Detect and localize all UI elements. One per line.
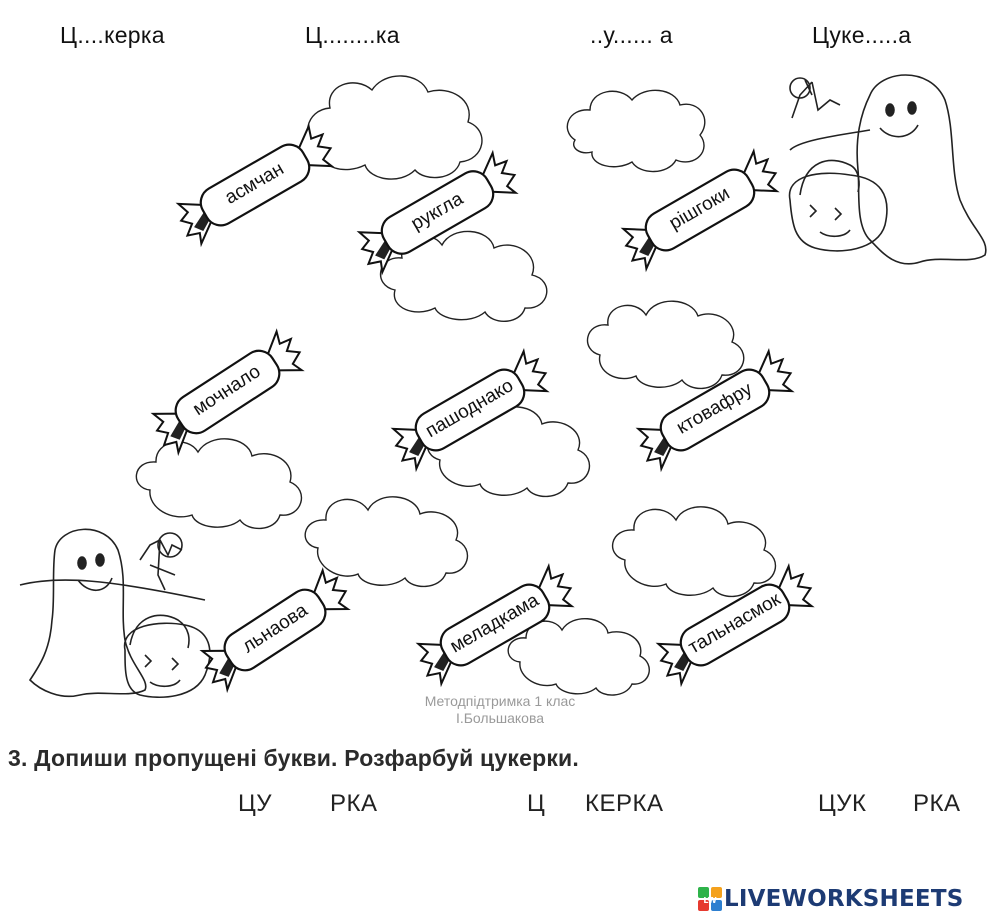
cloud-icon bbox=[566, 89, 706, 173]
candy-icon bbox=[150, 328, 305, 457]
candy-icon bbox=[635, 348, 795, 473]
candy-icon bbox=[655, 563, 815, 688]
gap-1-left: ЦУ bbox=[238, 790, 272, 817]
candy-icon bbox=[620, 148, 780, 273]
candy-3: рішгоки bbox=[615, 145, 785, 275]
cloud-icon bbox=[307, 75, 483, 180]
watermark-line-1: Методпідтримка 1 клас bbox=[424, 693, 576, 709]
svg-text:LW: LW bbox=[703, 896, 716, 905]
gap-1-right: РКА bbox=[330, 790, 378, 817]
candy-2: рукгла bbox=[350, 145, 525, 280]
watermark-line-2: І.Большакова bbox=[455, 710, 545, 726]
candy-icon bbox=[415, 563, 575, 688]
liveworksheets-logo[interactable]: LW LIVEWORKSHEETS bbox=[698, 884, 963, 914]
candy-7: льнаова bbox=[195, 565, 355, 695]
gap-2-right: КЕРКА bbox=[585, 790, 664, 817]
candy-1: асмчан bbox=[170, 120, 340, 250]
cloud-icon bbox=[304, 496, 469, 588]
prompt-word-3: ..у...... а bbox=[590, 22, 673, 48]
cloud-icon bbox=[586, 300, 745, 390]
ghost-icon bbox=[19, 528, 206, 698]
liveworksheets-badge-icon: LW bbox=[698, 887, 722, 911]
gap-2-left: Ц bbox=[527, 790, 546, 817]
prompt-word-4: Цуке.....а bbox=[812, 22, 912, 48]
cloud-icon bbox=[611, 506, 777, 598]
candy-6: ктовафру bbox=[630, 345, 800, 475]
candy-icon bbox=[390, 348, 550, 473]
candy-9: тальнасмок bbox=[650, 560, 820, 690]
pumpkin-basket-icon bbox=[123, 614, 211, 698]
ghost-icon bbox=[789, 74, 987, 265]
gap-3-left: ЦУК bbox=[818, 790, 867, 817]
candy-5: пашоднако bbox=[385, 345, 555, 475]
candy-icon bbox=[199, 567, 351, 694]
candy-4: мочнало bbox=[145, 322, 310, 462]
candy-8: меладкама bbox=[410, 560, 580, 690]
watermark: Методпідтримка 1 клас І.Большакова bbox=[360, 693, 640, 727]
candy-icon bbox=[356, 149, 519, 276]
gap-3-right: РКА bbox=[913, 790, 961, 817]
candy-icon bbox=[175, 123, 335, 248]
task-instruction: 3. Допиши пропущені букви. Розфарбуй цук… bbox=[8, 745, 579, 771]
prompt-word-1: Ц....керка bbox=[60, 22, 165, 48]
pumpkin-basket-icon bbox=[788, 159, 888, 252]
cloud-icon bbox=[135, 438, 303, 530]
liveworksheets-logo-text: LIVEWORKSHEETS bbox=[724, 886, 964, 912]
prompt-word-2: Ц........ка bbox=[305, 22, 400, 48]
